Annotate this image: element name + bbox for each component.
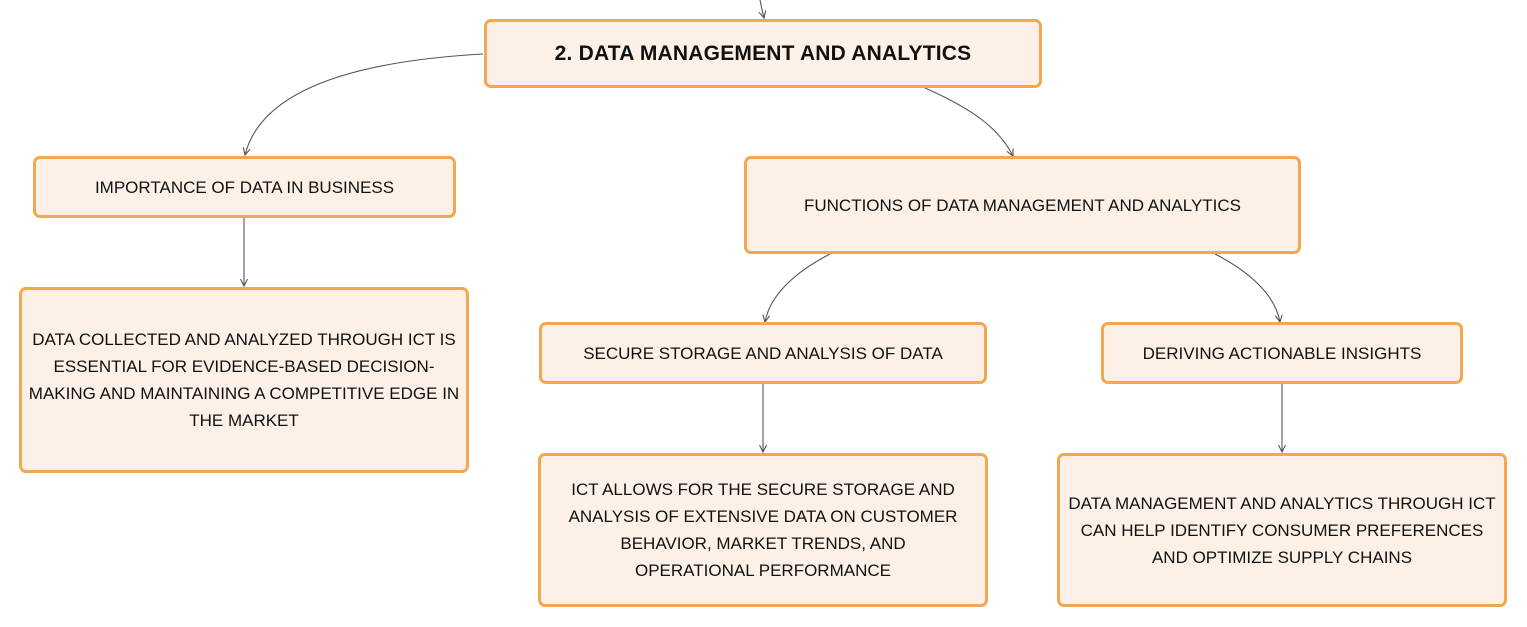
insights-node-label: DERIVING ACTIONABLE INSIGHTS bbox=[1142, 343, 1422, 363]
root-node-label: 2. DATA MANAGEMENT AND ANALYTICS bbox=[554, 42, 972, 65]
functions-node[interactable]: FUNCTIONS OF DATA MANAGEMENT AND ANALYTI… bbox=[744, 156, 1301, 254]
functions-node-label: FUNCTIONS OF DATA MANAGEMENT AND ANALYTI… bbox=[803, 195, 1242, 215]
connector-functions-to-insights bbox=[1214, 253, 1280, 322]
connector-root-to-importance bbox=[245, 53, 484, 155]
storage-detail-text: ICT ALLOWS FOR THE SECURE STORAGE AND AN… bbox=[568, 480, 958, 580]
connector-parent-to-root bbox=[760, 0, 764, 18]
storage-detail-node[interactable]: ICT ALLOWS FOR THE SECURE STORAGE AND AN… bbox=[538, 453, 988, 607]
insights-node[interactable]: DERIVING ACTIONABLE INSIGHTS bbox=[1101, 322, 1463, 384]
importance-node-label: IMPORTANCE OF DATA IN BUSINESS bbox=[94, 177, 395, 197]
importance-node[interactable]: IMPORTANCE OF DATA IN BUSINESS bbox=[33, 156, 456, 218]
connector-root-to-functions bbox=[924, 87, 1013, 156]
importance-detail-node[interactable]: DATA COLLECTED AND ANALYZED THROUGH ICT … bbox=[19, 287, 469, 473]
insights-detail-node[interactable]: DATA MANAGEMENT AND ANALYTICS THROUGH IC… bbox=[1057, 453, 1507, 607]
importance-detail-text: DATA COLLECTED AND ANALYZED THROUGH ICT … bbox=[28, 330, 460, 430]
storage-node[interactable]: SECURE STORAGE AND ANALYSIS OF DATA bbox=[539, 322, 987, 384]
root-node[interactable]: 2. DATA MANAGEMENT AND ANALYTICS bbox=[484, 19, 1042, 88]
connector-functions-to-storage bbox=[765, 253, 831, 322]
insights-detail-text: DATA MANAGEMENT AND ANALYTICS THROUGH IC… bbox=[1068, 493, 1496, 567]
storage-node-label: SECURE STORAGE AND ANALYSIS OF DATA bbox=[583, 343, 943, 363]
